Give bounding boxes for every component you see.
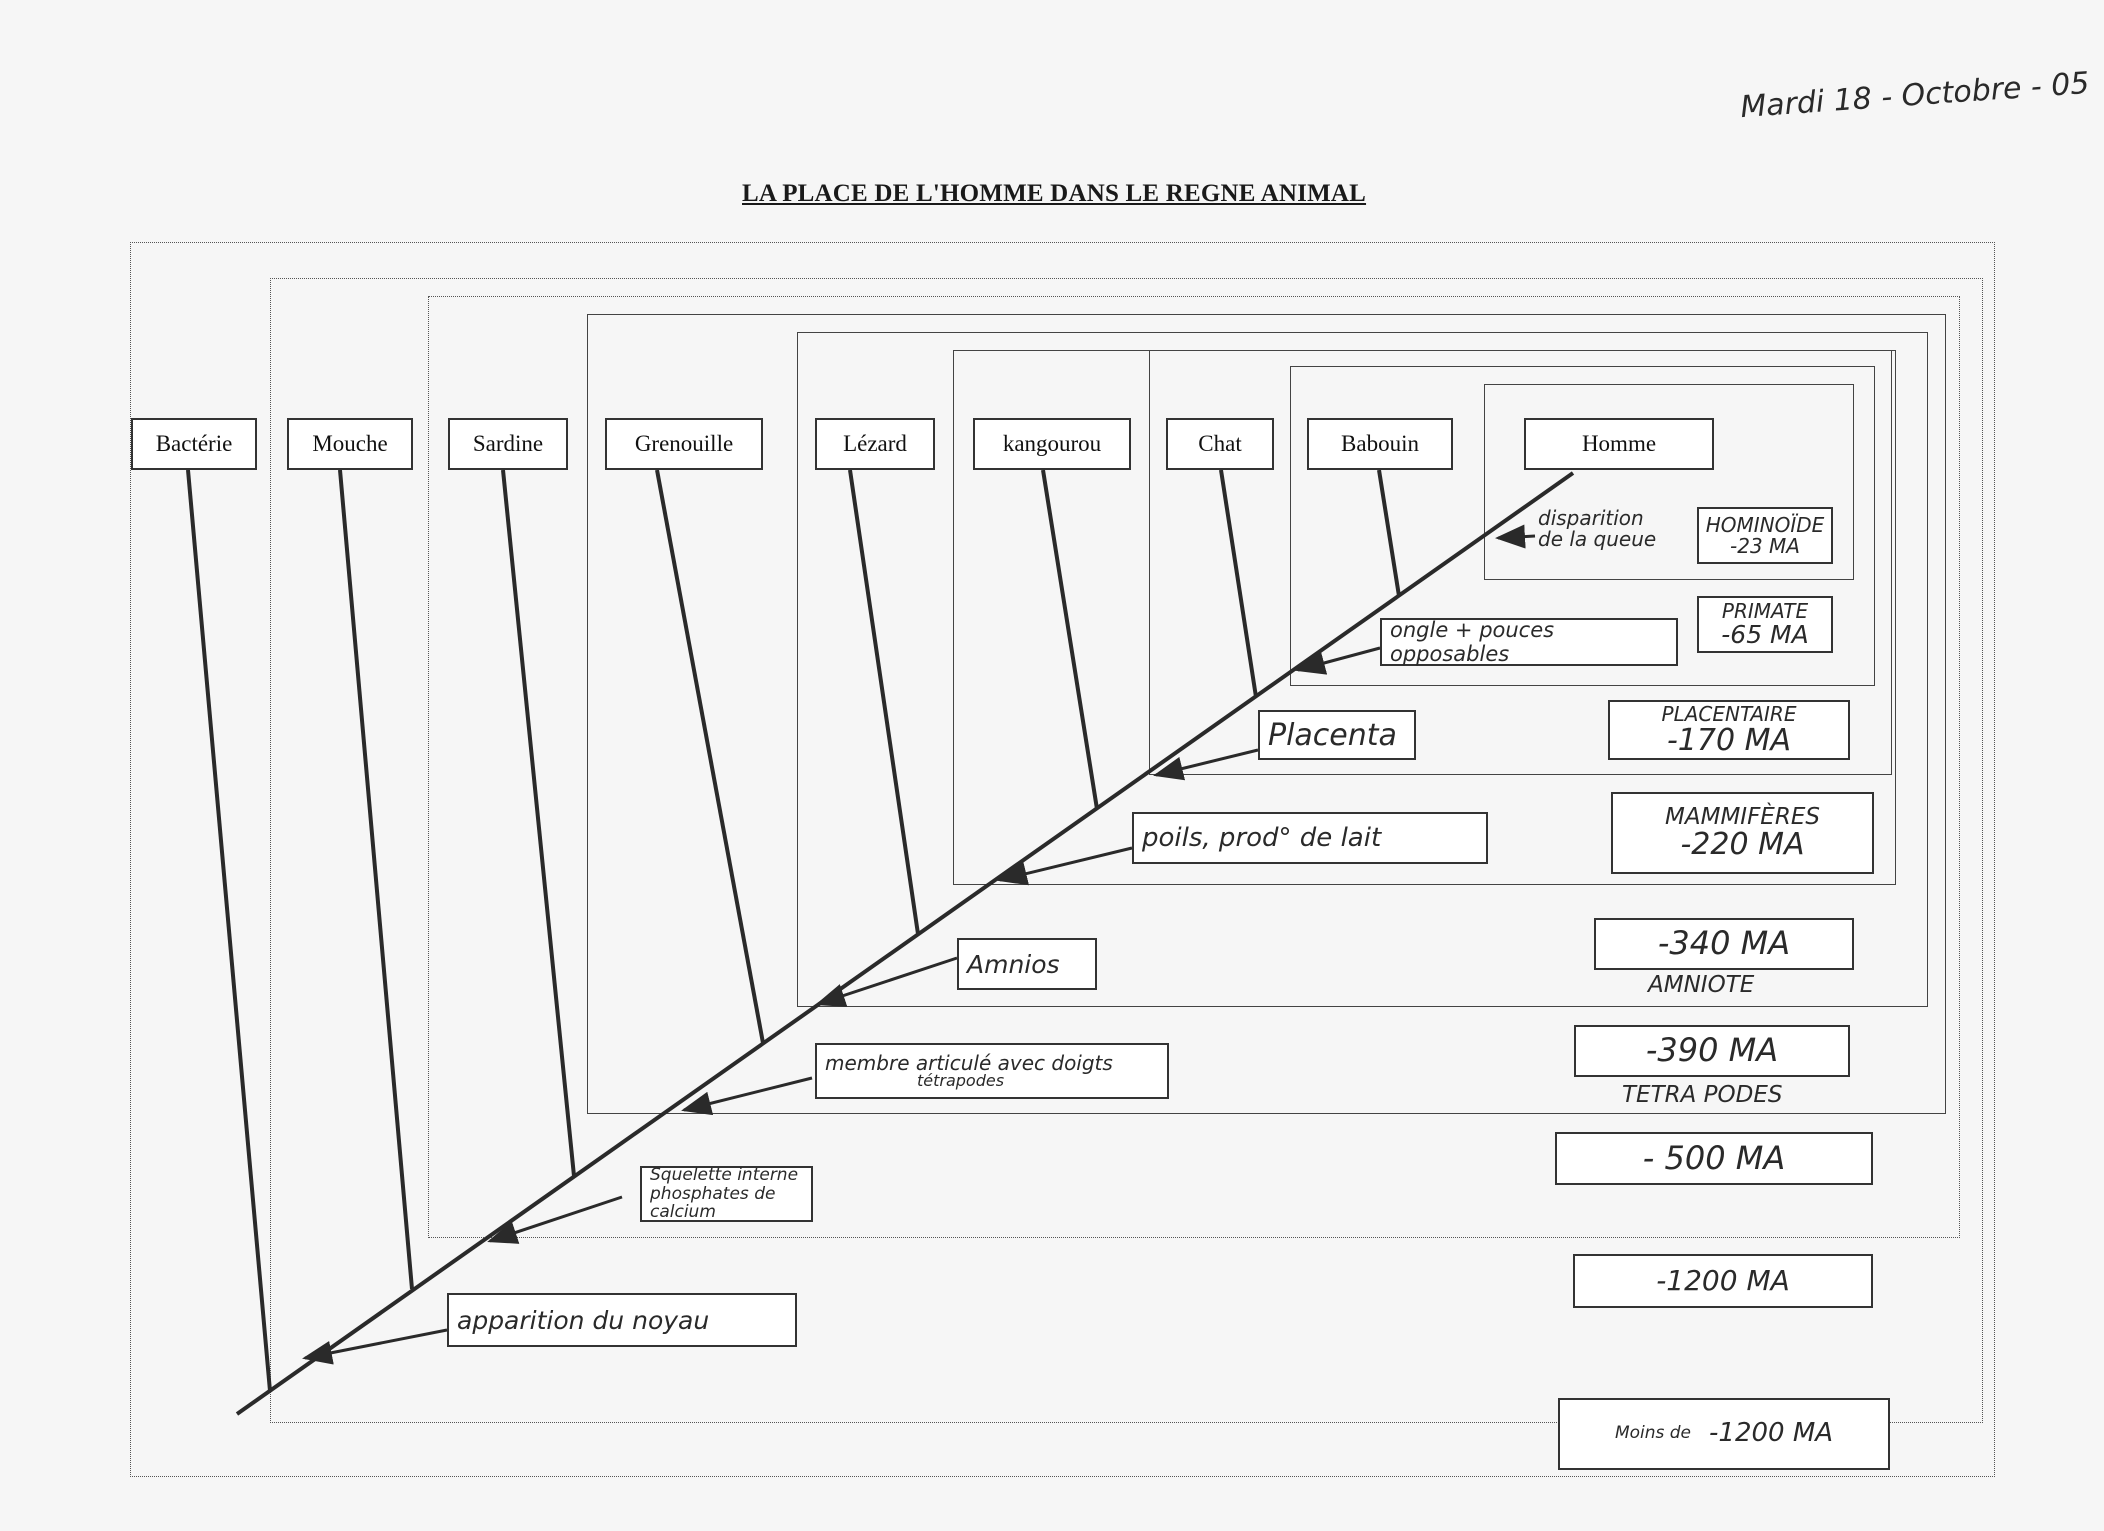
age-moins-value: -1200 MA [1709,1418,1834,1449]
char-membre-sub: tétrapodes [917,1071,1005,1090]
age-500: - 500 MA [1555,1132,1873,1185]
frame-tetrapods [587,314,1946,1114]
age-mammiferes-value: -220 MA [1680,827,1805,863]
age-tetrapodes-value: -390 MA [1645,1031,1779,1070]
age-hominoide-name: HOMINOÏDE [1705,512,1825,537]
char-poils: poils, prod° de lait [1132,812,1488,864]
label-tetrapodes: TETRA PODES [1622,1082,1783,1108]
char-placenta-label: Placenta [1268,717,1397,753]
age-placentaire-name: PLACENTAIRE [1661,701,1797,726]
age-moins-1200: Moins de -1200 MA [1558,1398,1890,1470]
frame-vertebrates [428,296,1960,1238]
char-noyau: apparition du noyau [447,1293,797,1347]
char-membre: membre articulé avec doigts tétrapodes [815,1043,1169,1099]
age-amniote-value: -340 MA [1657,924,1791,963]
age-primate-value: -65 MA [1721,619,1809,649]
age-placentaire-value: -170 MA [1666,722,1792,758]
branch-chat [1219,469,1258,698]
branch-babouin [1377,469,1401,597]
arrow-squelette [487,1195,623,1244]
frame-primates [1290,366,1875,686]
age-1200-value: -1200 MA [1656,1264,1790,1298]
age-primate: PRIMATE -65 MA [1697,596,1833,653]
taxon-lezard: Lézard [815,418,935,470]
main-trunk [235,471,1575,1416]
arrow-placenta [1153,748,1259,781]
char-poils-label: poils, prod° de lait [1142,823,1382,853]
age-mammiferes-name: MAMMIFÈRES [1665,804,1820,831]
taxon-chat: Chat [1166,418,1274,470]
branch-mouche [338,469,414,1290]
char-queue: disparition de la queue [1538,508,1658,550]
frame-hominoids [1484,384,1854,580]
char-membre-label: membre articulé avec doigts [825,1051,1113,1075]
age-hominoide: HOMINOÏDE -23 MA [1697,507,1833,564]
taxon-mouche: Mouche [287,418,413,470]
frame-all-living [130,242,1995,1477]
arrow-queue [1495,524,1536,549]
frame-eukaryotes [270,278,1983,1423]
branch-grenouille [655,469,765,1044]
char-queue-label: disparition de la queue [1538,506,1657,551]
char-ongles: ongle + pouces opposables [1380,618,1678,666]
branch-sardine [501,469,576,1177]
label-amniote: AMNIOTE [1648,972,1755,998]
taxon-babouin: Babouin [1307,418,1453,470]
branch-lezard [848,469,920,935]
age-moins-label: Moins de [1614,1423,1692,1444]
page-title: LA PLACE DE L'HOMME DANS LE REGNE ANIMAL [742,180,1367,207]
age-primate-name: PRIMATE [1721,598,1809,623]
char-amnios: Amnios [957,938,1097,990]
frame-placentals [1149,350,1892,775]
char-squelette-label: Squelette interne [650,1164,799,1185]
age-hominoide-value: -23 MA [1730,533,1800,558]
arrow-poils [997,846,1133,886]
arrow-amnios [815,956,958,1007]
taxon-bacterie: Bactérie [131,418,257,470]
char-amnios-label: Amnios [967,949,1060,979]
char-ongles-label: ongle + pouces opposables [1390,618,1555,666]
age-amniote: -340 MA [1594,918,1854,970]
age-500-value: - 500 MA [1642,1138,1786,1177]
age-mammiferes: MAMMIFÈRES -220 MA [1611,792,1874,874]
age-placentaire: PLACENTAIRE -170 MA [1608,700,1850,760]
char-placenta: Placenta [1258,710,1416,760]
taxon-homme: Homme [1524,418,1714,470]
frame-amniotes [797,332,1928,1007]
branch-bacterie [186,469,272,1392]
taxon-sardine: Sardine [448,418,568,470]
taxon-kangourou: kangourou [973,418,1131,470]
branch-kangourou [1041,469,1099,810]
arrow-ongles [1295,646,1381,675]
char-squelette: Squelette interne phosphates de calcium [640,1166,813,1222]
char-squelette-sub: phosphates de calcium [650,1183,776,1223]
taxon-grenouille: Grenouille [605,418,763,470]
char-noyau-label: apparition du noyau [457,1305,710,1335]
arrow-noyau [302,1328,448,1365]
arrow-membre [681,1076,813,1116]
age-tetrapodes: -390 MA [1574,1025,1850,1077]
age-1200: -1200 MA [1573,1254,1873,1308]
